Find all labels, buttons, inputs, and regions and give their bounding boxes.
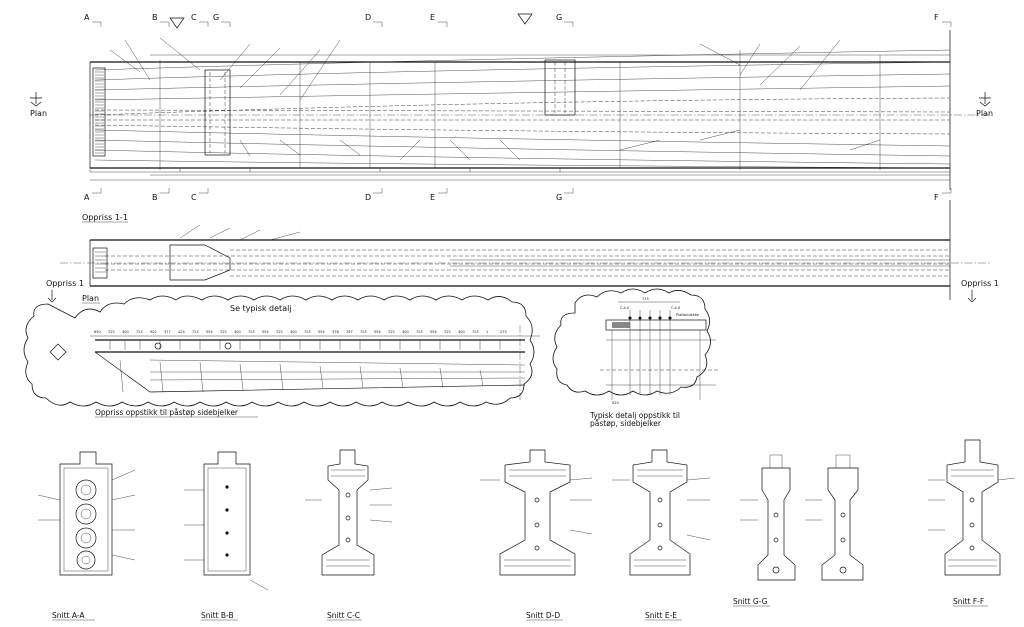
marker-e-bottom: E <box>430 193 435 202</box>
plan-section-markers-bottom: A B C D E G F <box>84 193 939 202</box>
section-f-f-label: Snitt F-F <box>953 597 984 606</box>
marker-a-bottom: A <box>84 193 90 202</box>
marker-d-bottom: D <box>365 193 371 202</box>
svg-text:725: 725 <box>220 330 227 334</box>
svg-text:725: 725 <box>248 330 255 334</box>
section-d-d-label: Snitt D-D <box>526 611 560 620</box>
marker-b-bottom: B <box>152 193 158 202</box>
td-dim-bottom: 520 <box>612 401 619 405</box>
marker-b-top: B <box>152 13 158 22</box>
cloud-caption: Oppriss oppstikk til påstøp sidebjelker <box>95 408 239 417</box>
svg-text:554: 554 <box>318 330 325 334</box>
svg-text:378: 378 <box>332 330 339 334</box>
svg-text:400: 400 <box>290 330 297 334</box>
svg-text:400: 400 <box>402 330 409 334</box>
section-a-a: Snitt A-A <box>37 451 136 621</box>
cloud-note: Se typisk detalj <box>230 304 292 313</box>
marker-c-top: C <box>191 13 197 22</box>
section-c-c-label: Snitt C-C <box>327 611 360 620</box>
callout-triangle-2 <box>517 13 533 25</box>
svg-text:724: 724 <box>136 330 143 334</box>
td-caption-2: påstøp, sidebjelker <box>590 419 662 428</box>
anchor-coils <box>95 71 104 154</box>
section-a-a-label: Snitt A-A <box>52 611 85 620</box>
section-b-b-label: Snitt B-B <box>201 611 234 620</box>
section-d-d: Snitt D-D <box>480 449 593 621</box>
svg-text:554: 554 <box>206 330 213 334</box>
svg-text:555: 555 <box>374 330 381 334</box>
svg-text:725: 725 <box>388 330 395 334</box>
svg-text:724: 724 <box>192 330 199 334</box>
svg-text:555: 555 <box>430 330 437 334</box>
svg-text:767: 767 <box>346 330 353 334</box>
section-g-g: Snitt G-G <box>733 454 864 607</box>
section-g-g-label: Snitt G-G <box>733 597 768 606</box>
svg-text:902: 902 <box>150 330 157 334</box>
section-e-e: Snitt E-E <box>612 449 711 621</box>
marker-g2-top: G <box>556 13 562 22</box>
marker-g2-bottom: G <box>556 193 562 202</box>
td-dim-left: C.4.0 <box>620 306 629 310</box>
elevation-plan-label: Plan <box>82 294 99 303</box>
plan-right-label: Plan <box>976 109 993 118</box>
svg-text:425: 425 <box>178 330 185 334</box>
svg-text:1: 1 <box>486 330 488 334</box>
svg-text:275: 275 <box>500 330 507 334</box>
plan-view: A B C G D E G F A B C D E G F <box>30 13 993 202</box>
td-dim-top: 725 <box>642 297 649 301</box>
svg-text:725: 725 <box>360 330 367 334</box>
svg-text:554: 554 <box>262 330 269 334</box>
section-f-f: Snitt F-F <box>928 439 1016 607</box>
plan-side-markers: Plan Plan <box>30 92 993 118</box>
svg-text:725: 725 <box>444 330 451 334</box>
svg-text:Plan: Plan <box>30 109 47 118</box>
typical-detail: 725 C.4.0 C.4.0 Plattendekke 520 Typisk … <box>552 288 720 428</box>
plan-leader-labels <box>109 37 881 161</box>
section-e-e-label: Snitt E-E <box>645 611 677 620</box>
elevation-view: Oppriss 1-1 Oppriss 1 Oppriss 1 Plan <box>46 200 999 304</box>
marker-f-bottom: F <box>934 193 939 202</box>
plan-section-markers-top: A B C G D E G F <box>84 13 939 22</box>
marker-e-top: E <box>430 13 435 22</box>
svg-text:725: 725 <box>304 330 311 334</box>
section-c-c: Snitt C-C <box>305 449 393 621</box>
marker-f-top: F <box>934 13 939 22</box>
anchor-block <box>92 67 106 157</box>
svg-text:725: 725 <box>108 330 115 334</box>
elevation-right-label: Oppriss 1 <box>961 279 999 288</box>
marker-c-bottom: C <box>191 193 197 202</box>
td-label-top: Plattendekke <box>676 313 699 317</box>
svg-text:400: 400 <box>458 330 465 334</box>
cloud-detail: Se typisk detalj 650 725 400 724 902 377… <box>23 295 540 418</box>
marker-g1-top: G <box>213 13 219 22</box>
svg-text:725: 725 <box>416 330 423 334</box>
marker-d-top: D <box>365 13 371 22</box>
svg-text:400: 400 <box>122 330 129 334</box>
svg-text:377: 377 <box>164 330 171 334</box>
elevation-title: Oppriss 1-1 <box>82 213 128 222</box>
svg-text:400: 400 <box>234 330 241 334</box>
elevation-left-label: Oppriss 1 <box>46 279 84 288</box>
svg-text:725: 725 <box>472 330 479 334</box>
section-b-b: Snitt B-B <box>184 451 269 621</box>
td-dim-right: C.4.0 <box>671 306 680 310</box>
cloud-dimension-labels: 650 725 400 724 902 377 425 724 554 725 … <box>94 330 507 334</box>
svg-text:650: 650 <box>94 330 101 334</box>
callout-triangle-1 <box>169 17 185 29</box>
svg-text:725: 725 <box>276 330 283 334</box>
td-caption-1: Typisk detalj oppstikk til <box>589 411 680 420</box>
marker-a-top: A <box>84 13 90 22</box>
